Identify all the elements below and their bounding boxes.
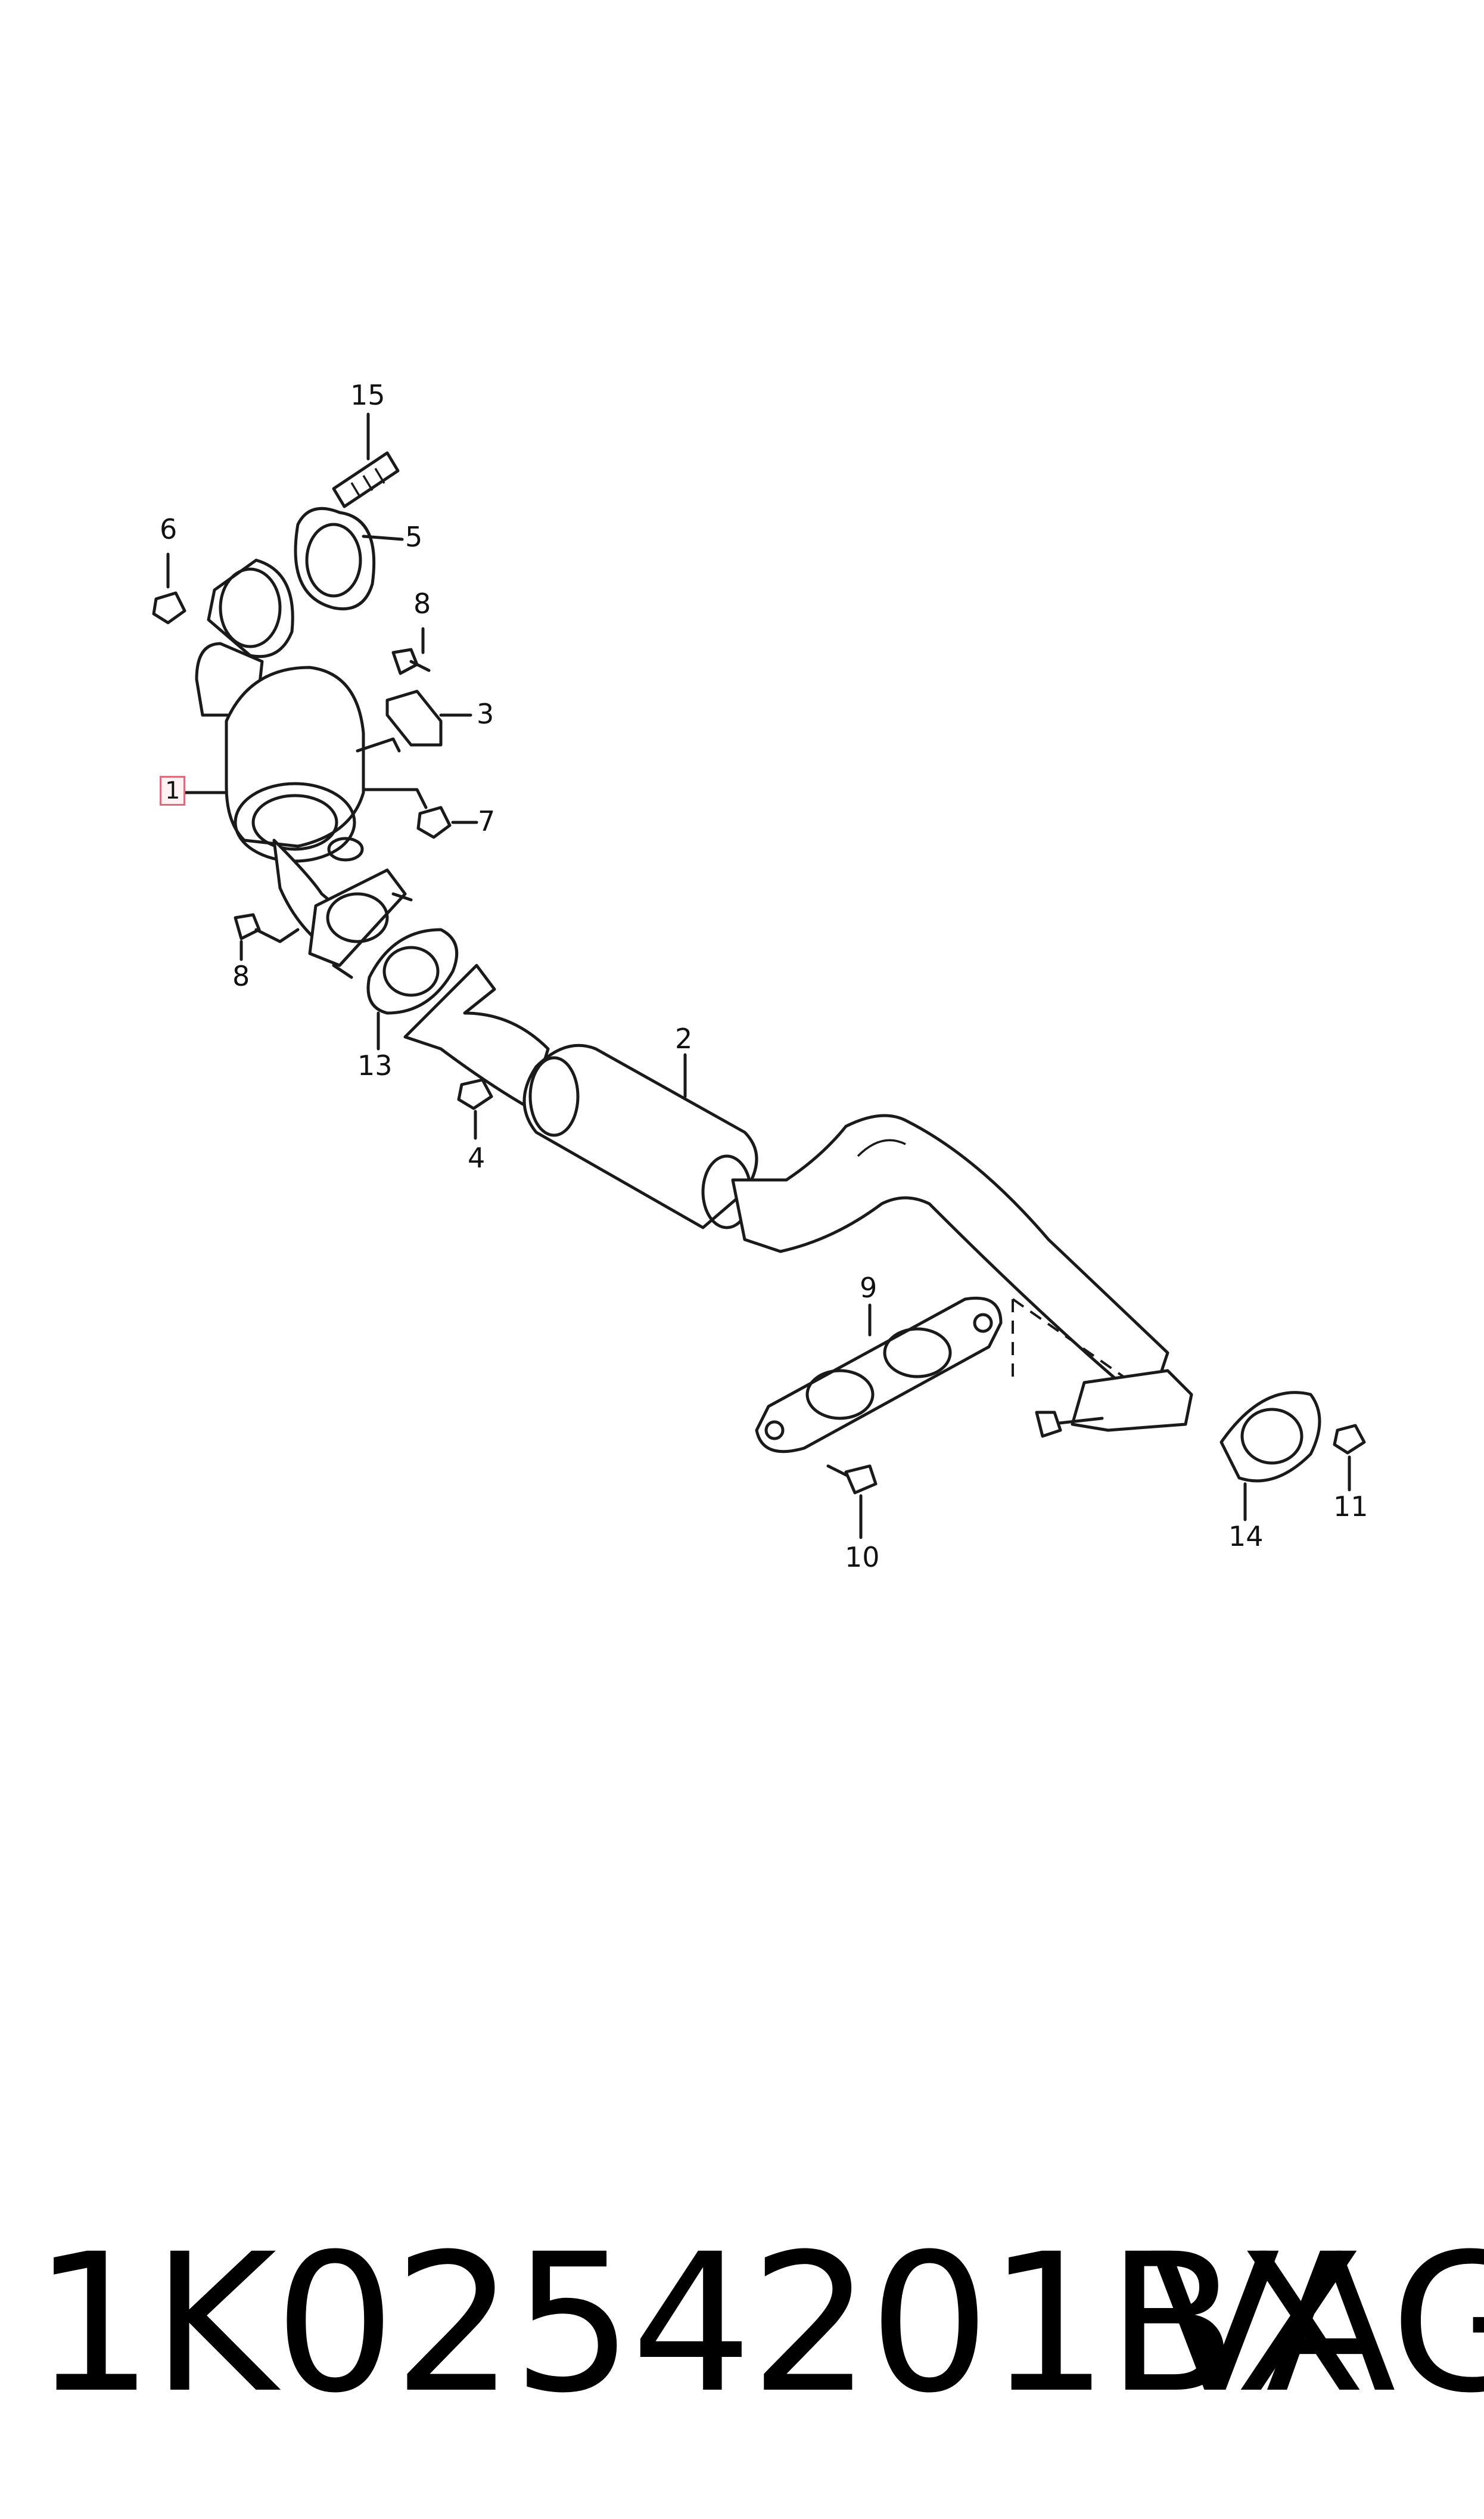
gasket-14 <box>1219 1391 1321 1521</box>
bolt-8-bottom <box>234 913 300 961</box>
callout-14: 14 <box>1228 1520 1264 1552</box>
upper-flange <box>195 558 294 717</box>
stud-11 <box>332 412 400 508</box>
callout-13: 13 <box>357 1049 393 1082</box>
nut-6 <box>152 552 186 625</box>
callout-2: 2 <box>675 1023 693 1055</box>
callout-8-top: 8 <box>413 588 431 620</box>
nut-15 <box>1333 1424 1366 1492</box>
callout-5: 5 <box>405 521 423 553</box>
front-pipe-2 <box>403 964 758 1229</box>
callout-8-bottom: 8 <box>232 960 250 992</box>
bolt-8-top <box>391 627 431 675</box>
gasket-9 <box>755 1296 1003 1453</box>
gasket-13 <box>366 928 459 1051</box>
bracket-3 <box>356 689 472 753</box>
part-number: 1K0254201BX <box>33 2213 1365 2435</box>
callout-6: 6 <box>160 513 178 545</box>
callout-15: 11 <box>1333 1490 1368 1523</box>
nut-7 <box>362 788 478 839</box>
intermediate-pipe <box>731 1114 1193 1438</box>
callout-9: 9 <box>860 1272 878 1304</box>
nut-4 <box>457 1078 493 1140</box>
callout-3: 3 <box>477 698 494 730</box>
callout-1[interactable]: 1 <box>160 776 186 806</box>
brand-name: VAG <box>1150 2213 1484 2435</box>
callout-11: 15 <box>350 379 385 411</box>
gasket-5 <box>294 507 404 611</box>
callout-7: 7 <box>478 805 496 837</box>
bolt-10 <box>826 1464 878 1539</box>
lower-flange <box>308 868 413 979</box>
callout-10: 10 <box>845 1541 880 1573</box>
catalytic-converter <box>177 666 365 955</box>
callout-4: 4 <box>468 1142 486 1174</box>
